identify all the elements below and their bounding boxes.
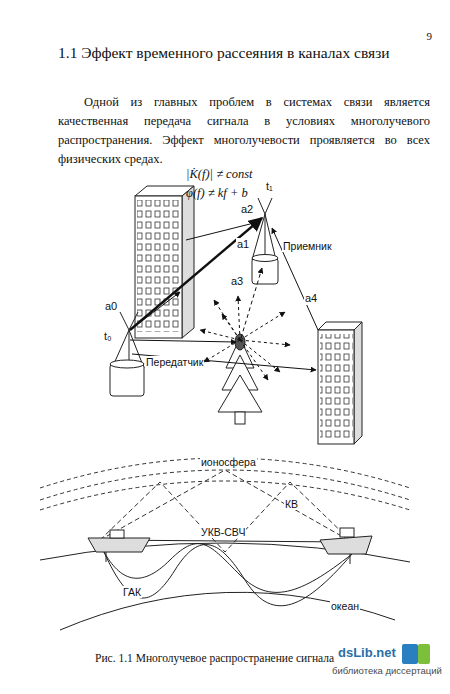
acoustic-wave	[104, 544, 352, 606]
ray-label: a1	[236, 238, 250, 251]
figure-caption: Рис. 1.1 Многолучевое распространение си…	[95, 652, 334, 665]
ray-label: a2	[240, 203, 254, 216]
transmitter-label: Передатчик	[145, 356, 204, 368]
ship	[88, 530, 150, 562]
ray-label: a3	[230, 275, 244, 288]
formula: φ(f) ≠ kf + b	[186, 186, 248, 200]
region-label: ионосфера	[200, 456, 257, 468]
time-label: t₀	[104, 330, 112, 343]
receiver-label: Приемник	[282, 240, 333, 252]
band-label: КВ	[284, 498, 299, 510]
tree	[218, 334, 262, 424]
ship	[320, 528, 372, 564]
watermark: библиотека диссертаций	[332, 666, 442, 677]
building	[135, 186, 194, 338]
watermark: dsLib.net	[338, 646, 396, 661]
building	[318, 322, 362, 444]
formula: |K̇(f)| ≠ const	[186, 167, 253, 181]
band-label: УКВ-СВЧ	[200, 526, 246, 538]
ray-label: a0	[104, 300, 118, 313]
time-label: t₁	[266, 180, 273, 193]
transmitter	[110, 312, 144, 396]
body-paragraph: Одной из главных проблем в системах связ…	[58, 93, 430, 169]
page-number: 9	[427, 30, 433, 43]
receiver	[252, 198, 278, 284]
earth-surface	[40, 543, 410, 630]
region-label: океан	[330, 600, 360, 612]
ray-label: a4	[304, 292, 318, 305]
watermark-logo	[402, 644, 430, 664]
section-heading: 1.1 Эффект временного рассеяния в канала…	[58, 44, 390, 62]
scatter-ray	[200, 296, 290, 380]
acoustic-label: ГАК	[122, 586, 142, 598]
